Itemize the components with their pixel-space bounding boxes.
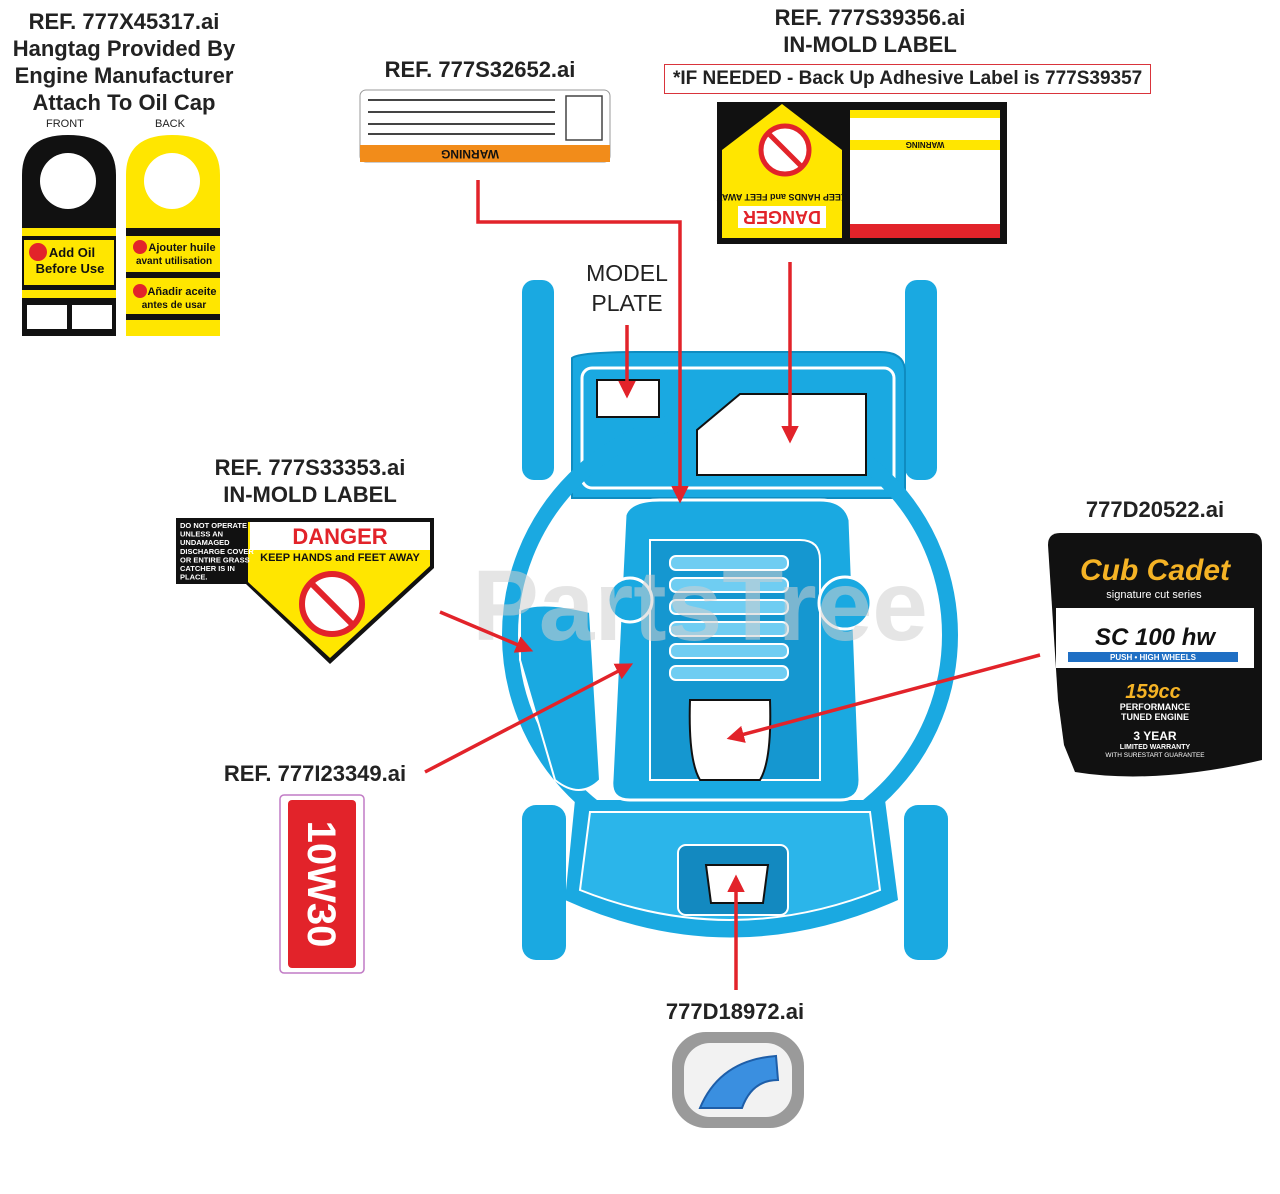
grille-slat <box>669 555 789 571</box>
top-danger-label: KEEP HANDS and FEET AWAY DANGER WARNING <box>717 102 1007 244</box>
hangtag-front-text-2: Before Use <box>36 261 105 276</box>
warranty-text-1: 3 YEAR <box>1133 729 1176 743</box>
side-label-notice-line: CATCHER IS IN <box>180 564 235 573</box>
engine-grille <box>669 555 789 681</box>
hangtag-back-text-1: Ajouter huile <box>148 242 215 254</box>
oil-cap-hole <box>40 153 96 209</box>
hangtag-front-text-1: Add Oil <box>49 245 95 260</box>
side-label-notice-line: DO NOT OPERATE <box>180 521 247 530</box>
arrow-warning-label <box>476 180 689 504</box>
warning-label: WARNING <box>359 89 611 163</box>
side-label-notice-line: UNLESS AN <box>180 530 223 539</box>
hangtag-back-label: BACK <box>155 118 185 130</box>
top-label-danger-word: DANGER <box>743 207 821 227</box>
hangtag-back-text-4: antes de usar <box>142 300 207 311</box>
side-label-notice-line: UNDAMAGED <box>180 538 230 547</box>
model-plate-line-2: PLATE <box>591 290 663 316</box>
arrow-oil-label <box>424 663 634 774</box>
side-label-notice-line: OR ENTIRE GRASS <box>180 555 250 564</box>
side-danger-label: DANGER KEEP HANDS and FEET AWAY DO NOT O… <box>176 518 434 664</box>
model-plate-callout: MODEL PLATE <box>562 258 692 318</box>
side-label-notice-line: DISCHARGE COVER <box>180 547 254 556</box>
series-text: signature cut series <box>1106 589 1202 601</box>
hangtag-line-4: Attach To Oil Cap <box>32 90 216 115</box>
hangtag-callout: REF. 777X45317.ai Hangtag Provided By En… <box>0 8 248 116</box>
hangtag-back-text-3: Añadir aceite <box>147 286 216 298</box>
engine-label: Cub Cadet signature cut series SC 100 hw… <box>1048 533 1262 777</box>
side-danger-ref: REF. 777S33353.ai <box>214 455 406 480</box>
engine-label-area <box>688 699 772 781</box>
hangtag-line-3: Engine Manufacturer <box>14 63 234 88</box>
side-label-danger-word: DANGER <box>292 524 387 549</box>
oil-label: 10W30 <box>279 794 365 974</box>
callout-arrows <box>424 180 1041 990</box>
warranty-text-2: LIMITED WARRANTY <box>1120 744 1191 751</box>
perf-text-2: TUNED ENGINE <box>1121 712 1189 722</box>
grille-slat <box>669 665 789 681</box>
engine-label-ref: 777D20522.ai <box>1085 497 1225 522</box>
model-plate-line-1: MODEL <box>586 260 668 286</box>
hangtag-line-2: Hangtag Provided By <box>12 36 236 61</box>
brand-logo-text: Cub Cadet <box>1080 554 1232 587</box>
watermark: PartsTree <box>472 550 928 662</box>
perf-text-1: PERFORMANCE <box>1120 702 1191 712</box>
arrow-engine-label <box>726 653 1041 743</box>
logo-label <box>672 1032 804 1128</box>
hangtag-ref: REF. 777X45317.ai <box>28 9 220 34</box>
grille-slat <box>669 599 789 615</box>
side-label-keep-away: KEEP HANDS and FEET AWAY <box>260 552 420 564</box>
cc-text: 159cc <box>1125 681 1181 703</box>
oil-grade-text: 10W30 <box>299 821 343 948</box>
backup-label-note: *IF NEEDED - Back Up Adhesive Label is 7… <box>664 64 1152 94</box>
side-danger-callout: REF. 777S33353.ai IN-MOLD LABEL <box>180 454 440 508</box>
warning-banner-text: WARNING <box>441 147 499 161</box>
oil-label-ref: REF. 777I23349.ai <box>223 761 407 786</box>
warning-label-ref: REF. 777S32652.ai <box>384 57 576 82</box>
hangtag-front-label: FRONT <box>46 118 84 130</box>
hangtag-back-text-2: avant utilisation <box>136 256 212 267</box>
top-label-warning-word: WARNING <box>906 140 945 149</box>
hangtag-back: Ajouter huile avant utilisation Añadir a… <box>126 135 220 336</box>
grille-slat <box>669 643 789 659</box>
warranty-text-3: WITH SURESTART GUARANTEE <box>1105 752 1205 759</box>
arrow-side-danger-label <box>439 610 534 653</box>
stop-icon <box>29 243 47 261</box>
grille-slat <box>669 577 789 593</box>
hangtag-front: Add Oil Before Use <box>22 135 116 336</box>
brand-swoosh-icon <box>698 1054 780 1109</box>
model-text: SC 100 hw <box>1095 624 1216 651</box>
grille-slat <box>669 621 789 637</box>
top-danger-ref: REF. 777S39356.ai <box>774 5 966 30</box>
top-danger-callout: REF. 777S39356.ai IN-MOLD LABEL <box>720 4 1020 58</box>
model-sub-text: PUSH • HIGH WHEELS <box>1110 653 1197 662</box>
side-danger-type: IN-MOLD LABEL <box>223 482 397 507</box>
logo-label-ref: 777D18972.ai <box>665 999 805 1024</box>
oil-cap-hole <box>144 153 200 209</box>
top-label-keep-away: KEEP HANDS and FEET AWAY <box>717 192 848 202</box>
side-label-notice-line: PLACE. <box>180 573 208 582</box>
top-danger-type: IN-MOLD LABEL <box>783 32 957 57</box>
